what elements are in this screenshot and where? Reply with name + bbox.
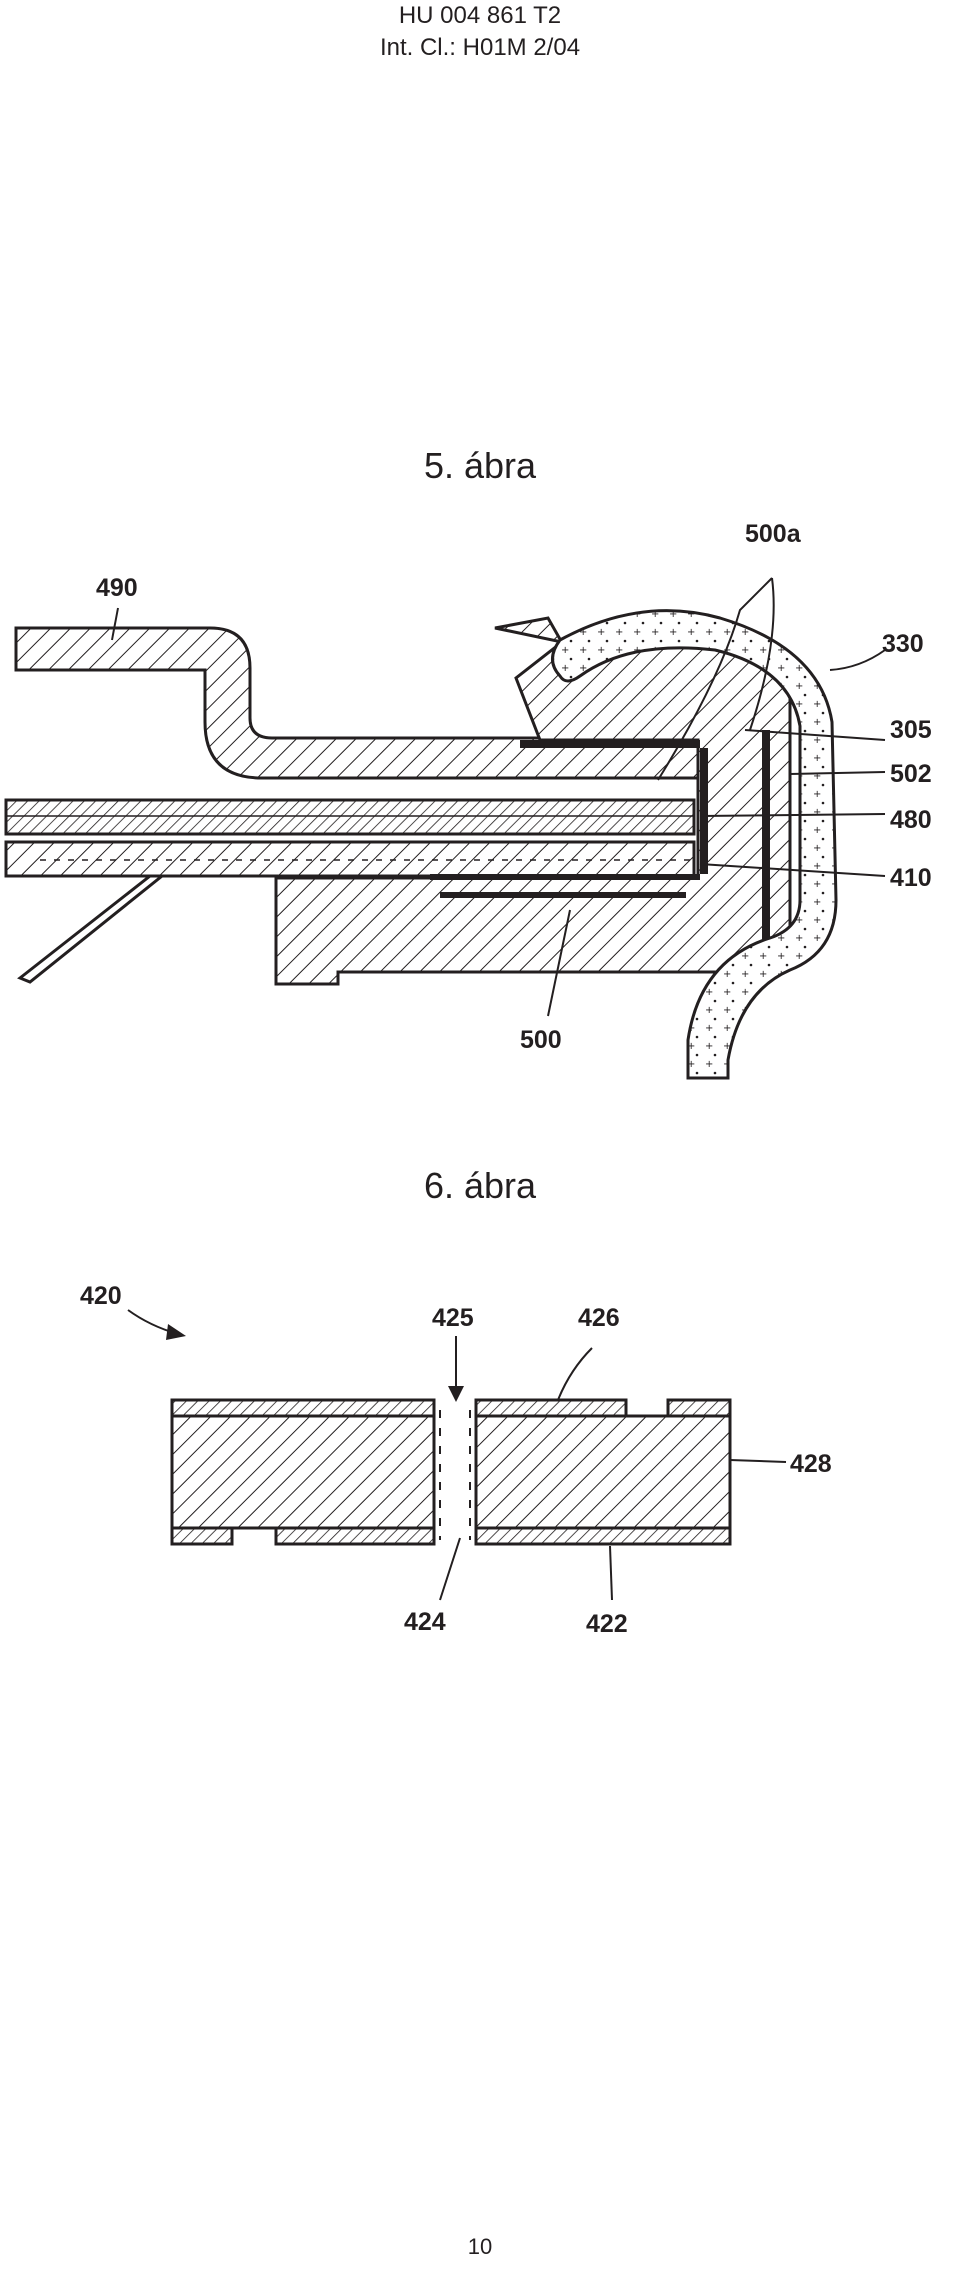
arrow-head-420 [166, 1324, 186, 1340]
ref-422: 422 [586, 1610, 628, 1638]
right-top-coating-b [666, 1398, 732, 1418]
ref-305: 305 [890, 716, 932, 744]
cap-330 [551, 609, 838, 1080]
ref-480: 480 [890, 806, 932, 834]
ref-424: 424 [404, 1608, 446, 1636]
left-bottom-coating-a [170, 1526, 234, 1546]
lead-wire [17, 874, 167, 984]
ref-502: 502 [890, 760, 932, 788]
layer-410 [4, 840, 696, 878]
ref-420: 420 [80, 1282, 122, 1310]
left-bottom-coating-b [274, 1526, 436, 1546]
left-substrate [170, 1414, 436, 1530]
figure-6-drawing: 420 425 426 428 424 422 [80, 1282, 832, 1638]
page-number: 10 [467, 2234, 493, 2259]
ref-500: 500 [520, 1026, 562, 1054]
right-substrate [474, 1414, 732, 1530]
figure-5-drawing: + 490 500a 330 305 502 480 410 500 [4, 520, 932, 1080]
ref-410: 410 [890, 864, 932, 892]
arrow-head-425 [448, 1386, 464, 1402]
document-number: HU 004 861 T2 [398, 2, 562, 29]
ref-490: 490 [96, 574, 138, 602]
figure-6-title: 6. ábra [423, 1165, 537, 1206]
figure-5-title: 5. ábra [423, 445, 537, 486]
ref-330: 330 [882, 630, 924, 658]
right-bottom-coating [474, 1526, 732, 1546]
ref-426: 426 [578, 1304, 620, 1332]
right-top-coating-a [474, 1398, 628, 1418]
leader-lines [111, 577, 886, 1017]
ref-500a: 500a [745, 520, 802, 548]
ref-425: 425 [432, 1304, 474, 1332]
ref-428: 428 [790, 1450, 832, 1478]
classification: Int. Cl.: H01M 2/04 [379, 34, 581, 61]
foil-500 [440, 892, 686, 898]
left-top-coating [170, 1398, 436, 1418]
layer-480 [4, 798, 696, 836]
page-header: HU 004 861 T2 Int. Cl.: H01M 2/04 [0, 0, 960, 64]
